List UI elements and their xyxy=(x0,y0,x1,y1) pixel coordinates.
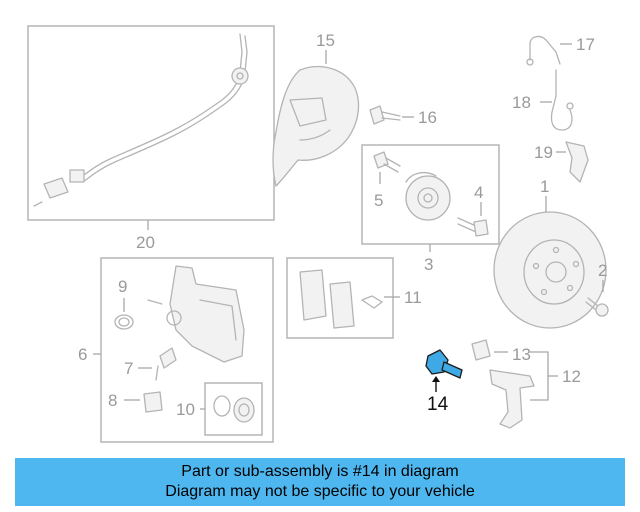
callout-12: 12 xyxy=(562,367,581,386)
part-group-20[interactable]: 20 xyxy=(27,25,275,252)
info-banner: Part or sub-assembly is #14 in diagram D… xyxy=(15,458,625,506)
speed-sensor-19 xyxy=(565,141,589,183)
bracket-leader-frame xyxy=(530,351,549,401)
part-group-11[interactable]: 11 xyxy=(286,257,422,339)
abs-sensor-wire xyxy=(79,33,243,179)
piston-seal-inner xyxy=(238,403,250,417)
lug-hole-2 xyxy=(572,260,580,268)
brake-pad-outer xyxy=(299,269,327,321)
callout-18: 18 xyxy=(512,93,531,112)
callout-19: 19 xyxy=(534,143,553,162)
spring-9-inner xyxy=(118,317,130,327)
bolt-16-shank xyxy=(381,111,401,121)
pad-clip xyxy=(361,295,383,309)
sensor-connector xyxy=(43,177,69,199)
dust-shield-cutout xyxy=(289,97,327,127)
bolt-5-shank xyxy=(383,157,401,173)
abs-sensor-wire-edge xyxy=(82,35,248,183)
leader-14-arrow xyxy=(432,376,440,382)
lug-hole-4 xyxy=(540,288,548,296)
bolt-16-head xyxy=(369,105,385,125)
brake-pad-inner xyxy=(329,281,355,329)
bolt-4-shank xyxy=(457,217,477,233)
wheel-hub-bore xyxy=(423,193,433,203)
group-box-20 xyxy=(27,25,275,221)
part-group-14-highlighted[interactable]: 14 xyxy=(425,349,463,415)
callout-9: 9 xyxy=(118,277,127,296)
banner-line-2: Diagram may not be specific to your vehi… xyxy=(165,483,475,500)
part-group-19[interactable]: 19 xyxy=(534,141,589,183)
callout-5: 5 xyxy=(374,191,383,210)
callout-4: 4 xyxy=(474,183,483,202)
spring-9 xyxy=(114,314,134,330)
wheel-hub-center xyxy=(417,187,439,209)
brake-disc-center xyxy=(545,261,567,283)
callout-11: 11 xyxy=(404,288,422,307)
lug-hole-5 xyxy=(532,262,540,270)
hub-flange xyxy=(405,171,437,183)
callout-17: 17 xyxy=(576,35,595,54)
caliper-bracket-12 xyxy=(489,369,535,429)
part-group-17[interactable]: 17 xyxy=(526,35,595,66)
callout-20: 20 xyxy=(136,233,155,252)
sensor-line-18-end xyxy=(566,102,574,110)
part-group-16[interactable]: 16 xyxy=(369,105,437,127)
callout-8: 8 xyxy=(108,391,117,410)
callout-6: 6 xyxy=(78,345,87,364)
caliper-spring-arm xyxy=(147,299,163,305)
caliper-rib xyxy=(199,299,237,341)
bolt-4-head xyxy=(473,219,489,237)
screw-2-shank xyxy=(585,297,599,311)
cap-8 xyxy=(143,391,163,413)
bleeder-7-tip xyxy=(155,365,159,381)
sensor-grommet-hole xyxy=(236,72,244,80)
brake-disc-hat xyxy=(523,239,585,305)
screw-2-head xyxy=(595,303,609,317)
sensor-grommet xyxy=(231,67,249,85)
piston-seal xyxy=(233,397,255,423)
part-group-3[interactable]: 5 4 3 xyxy=(361,144,500,274)
seal-ring xyxy=(213,395,231,417)
callout-7: 7 xyxy=(124,359,133,378)
callout-16: 16 xyxy=(418,108,437,127)
dust-shield xyxy=(272,66,360,187)
group-box-11 xyxy=(286,257,394,339)
part-group-13[interactable]: 13 xyxy=(471,339,531,364)
wheel-hub xyxy=(405,175,451,221)
sensor-line-17-end xyxy=(526,58,534,66)
part-group-12[interactable]: 12 xyxy=(489,351,581,429)
callout-1: 1 xyxy=(540,177,549,196)
bleeder-7 xyxy=(159,347,177,369)
part-group-2[interactable]: 2 xyxy=(585,261,609,317)
parts-diagram: 20 15 16 5 4 3 17 xyxy=(27,25,609,443)
caliper-piston xyxy=(166,310,182,326)
lug-hole-1 xyxy=(552,246,560,254)
part-group-15[interactable]: 15 xyxy=(272,31,360,187)
callout-10: 10 xyxy=(176,400,195,419)
sensor-line-18 xyxy=(550,69,573,131)
bushing-13 xyxy=(471,339,491,361)
connector-tip xyxy=(33,201,43,207)
guide-bolt-14-shank xyxy=(441,361,463,379)
brake-caliper xyxy=(169,265,245,363)
wire-clip xyxy=(69,169,85,183)
callout-15: 15 xyxy=(316,31,335,50)
callout-2: 2 xyxy=(598,261,607,280)
callout-13: 13 xyxy=(512,345,531,364)
part-group-6[interactable]: 9 7 8 6 xyxy=(78,257,274,443)
brake-disc xyxy=(493,211,607,329)
lug-hole-3 xyxy=(566,284,574,292)
sensor-line-17 xyxy=(529,35,561,65)
part-group-18[interactable]: 18 xyxy=(512,69,574,131)
part-group-10[interactable]: 10 xyxy=(176,382,263,436)
part-group-1[interactable]: 1 xyxy=(493,177,607,329)
callout-14: 14 xyxy=(427,394,449,415)
dust-shield-rib xyxy=(299,129,331,141)
banner-line-1: Part or sub-assembly is #14 in diagram xyxy=(181,463,459,480)
callout-3: 3 xyxy=(424,255,433,274)
group-box-6 xyxy=(100,257,274,443)
